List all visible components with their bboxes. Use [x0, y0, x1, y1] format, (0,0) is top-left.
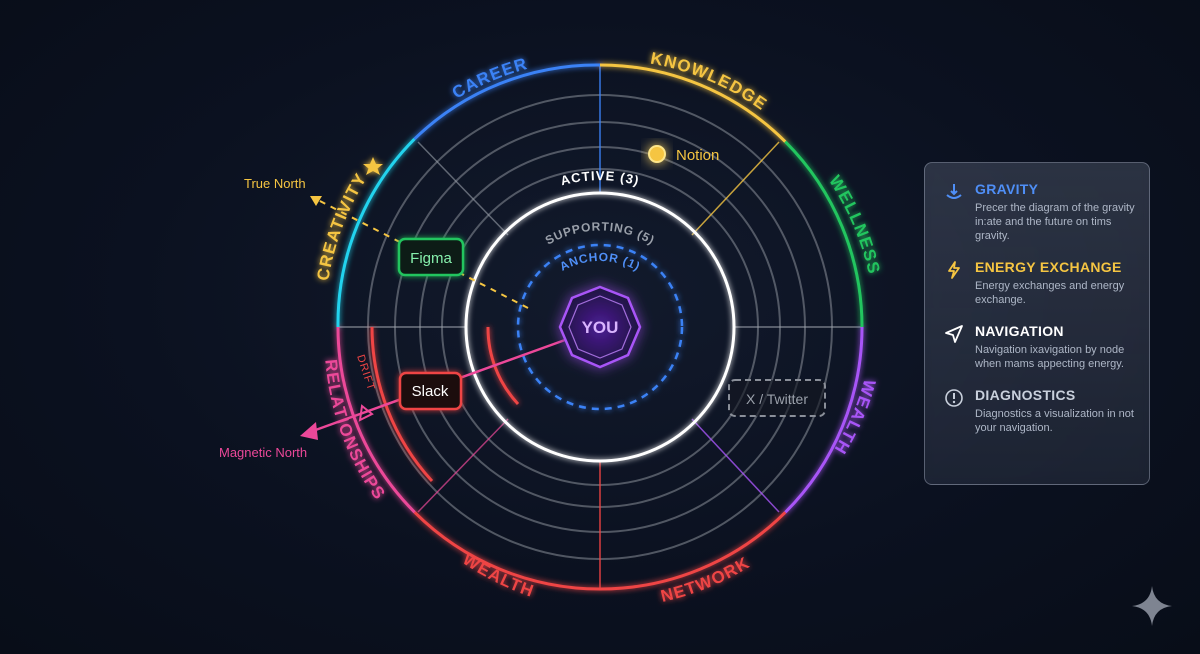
sparkle-icon: [1132, 586, 1172, 626]
lightning-icon: [943, 259, 965, 281]
legend-text-energy-exchange: Energy exchanges and energy exchange.: [975, 280, 1125, 306]
legend-text-diagnostics: Diagnostics a visualization in not your …: [975, 408, 1134, 434]
legend-text-gravity: Precer the diagram of the gravity in:ate…: [975, 202, 1135, 242]
supporting-ring-label: SUPPORTING (5): [543, 219, 657, 247]
sector-arc-relationships: [336, 326, 416, 514]
notion-node-label: Notion: [676, 147, 719, 164]
drift-arc-outer: [370, 326, 434, 483]
sector-label-wealth-bottom: WEALTH: [459, 550, 535, 601]
node-notion[interactable]: Notion: [648, 145, 719, 164]
legend-panel: GRAVITY Precer the diagram of the gravit…: [924, 162, 1150, 485]
sector-spokes: [338, 65, 862, 589]
sector-arc-career: [413, 63, 601, 141]
svg-text:WEALTH: WEALTH: [459, 550, 537, 601]
node-figma[interactable]: Figma: [397, 237, 465, 277]
slack-node-box: [398, 371, 463, 411]
slack-node-label: Slack: [412, 383, 449, 400]
sector-arc-wealth-bottom: [413, 511, 601, 591]
true-north-label: True North: [244, 176, 306, 191]
drift-arc-inner: [486, 326, 520, 406]
magnetic-north-arrowhead: [300, 422, 318, 440]
sector-arc-creativity: [336, 138, 416, 328]
node-twitter[interactable]: X / Twitter: [728, 379, 826, 417]
active-ring-label: ACTIVE (3): [559, 168, 640, 188]
outer-sector-ring: [336, 63, 864, 591]
legend-item-diagnostics: DIAGNOSTICS Diagnostics a visualization …: [943, 387, 1135, 435]
true-north-arrowhead: [310, 196, 322, 206]
legend-title-energy-exchange: ENERGY EXCHANGE: [975, 259, 1122, 275]
spoke-diagonal-se: [691, 418, 780, 513]
gravity-icon: [943, 181, 965, 203]
magnetic-north-label: Magnetic North: [219, 445, 307, 460]
anchor-ring-label: ANCHOR (1): [557, 250, 642, 274]
center-node[interactable]: [558, 285, 642, 369]
anchor-ring: [516, 243, 684, 411]
spoke-diagonal-ne: [691, 141, 780, 236]
center-label: YOU: [582, 318, 619, 337]
legend-title-navigation: NAVIGATION: [975, 323, 1064, 339]
svg-text:ACTIVE (3): ACTIVE (3): [559, 168, 641, 188]
center-octagon-inner: [568, 295, 632, 359]
active-ring: [464, 191, 736, 463]
spoke-diagonal-nw: [417, 141, 509, 236]
navigation-arrow-icon: [943, 323, 965, 345]
legend-title-gravity: GRAVITY: [975, 181, 1039, 197]
legend-item-gravity: GRAVITY Precer the diagram of the gravit…: [943, 181, 1135, 243]
figma-node-box: [397, 237, 465, 277]
diagnostics-icon: [943, 387, 965, 409]
spoke-diagonal-sw: [417, 418, 509, 513]
legend-title-diagnostics: DIAGNOSTICS: [975, 387, 1076, 403]
svg-text:SUPPORTING (5): SUPPORTING (5): [543, 219, 657, 247]
svg-text:CREATIVITY: CREATIVITY: [313, 170, 370, 283]
figma-node-label: Figma: [410, 250, 452, 267]
legend-item-energy-exchange: ENERGY EXCHANGE Energy exchanges and ene…: [943, 259, 1135, 307]
sector-arc-wellness: [784, 140, 864, 328]
legend-item-navigation: NAVIGATION Navigation ixavigation by nod…: [943, 323, 1135, 371]
center-octagon-outer: [558, 285, 642, 369]
twitter-node-box: [728, 379, 826, 417]
legend-text-navigation: Navigation ixavigation by node when mams…: [975, 344, 1125, 370]
notion-node-dot: [648, 145, 666, 163]
sector-arc-network: [599, 511, 787, 591]
magnetic-north-marker: [358, 404, 374, 422]
true-north-line: [317, 199, 529, 309]
sector-arc-wealth-right: [784, 326, 864, 514]
sector-arc-knowledge: [599, 63, 787, 143]
drift-arcs: [370, 326, 520, 483]
twitter-node-label: X / Twitter: [746, 391, 808, 407]
star-icon: [363, 157, 383, 175]
svg-text:ANCHOR (1): ANCHOR (1): [557, 250, 642, 274]
sector-label-creativity: CREATIVITY: [313, 170, 369, 283]
node-slack[interactable]: Slack: [398, 371, 463, 411]
